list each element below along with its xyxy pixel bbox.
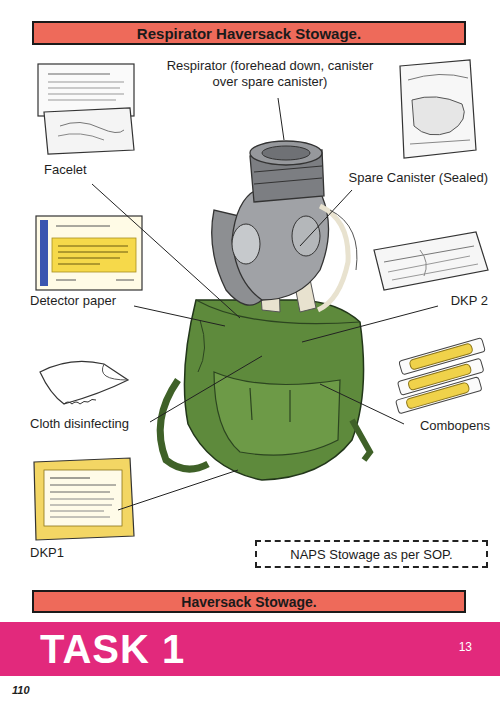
dkp1-packet <box>34 458 134 540</box>
band-text: Respirator Haversack Stowage. <box>137 25 361 42</box>
title-band: Respirator Haversack Stowage. <box>32 21 466 45</box>
dkp2-packet <box>374 232 488 290</box>
facelet-packet <box>38 64 134 154</box>
note-box: NAPS Stowage as per SOP. <box>255 540 488 568</box>
respirator <box>212 141 357 312</box>
part-label: DKP1 <box>30 545 110 561</box>
detector-paper-booklet <box>36 216 142 290</box>
haversack <box>160 300 370 480</box>
part-label: Combopens <box>380 418 490 434</box>
part-label: Spare Canister (Sealed) <box>320 170 488 186</box>
page-number: 13 <box>459 640 472 654</box>
combopens <box>395 338 485 414</box>
band-text: Haversack Stowage. <box>181 594 316 610</box>
task-bar: TASK 1 13 <box>0 622 500 676</box>
section-band: Haversack Stowage. <box>32 590 466 613</box>
spare-canister-pouch <box>400 60 476 158</box>
leader-lines <box>92 98 438 510</box>
part-label: Cloth disinfecting <box>30 416 170 432</box>
part-label: Facelet <box>44 162 134 178</box>
band-text: NAPS Stowage as per SOP. <box>290 547 452 562</box>
page-number: 110 <box>12 682 72 698</box>
band-text: TASK 1 <box>40 628 185 670</box>
disinfecting-cloth <box>40 361 128 404</box>
part-label: Detector paper <box>30 293 140 309</box>
part-label: Respirator (forehead down, canister over… <box>165 58 375 90</box>
part-label: DKP 2 <box>400 293 488 309</box>
